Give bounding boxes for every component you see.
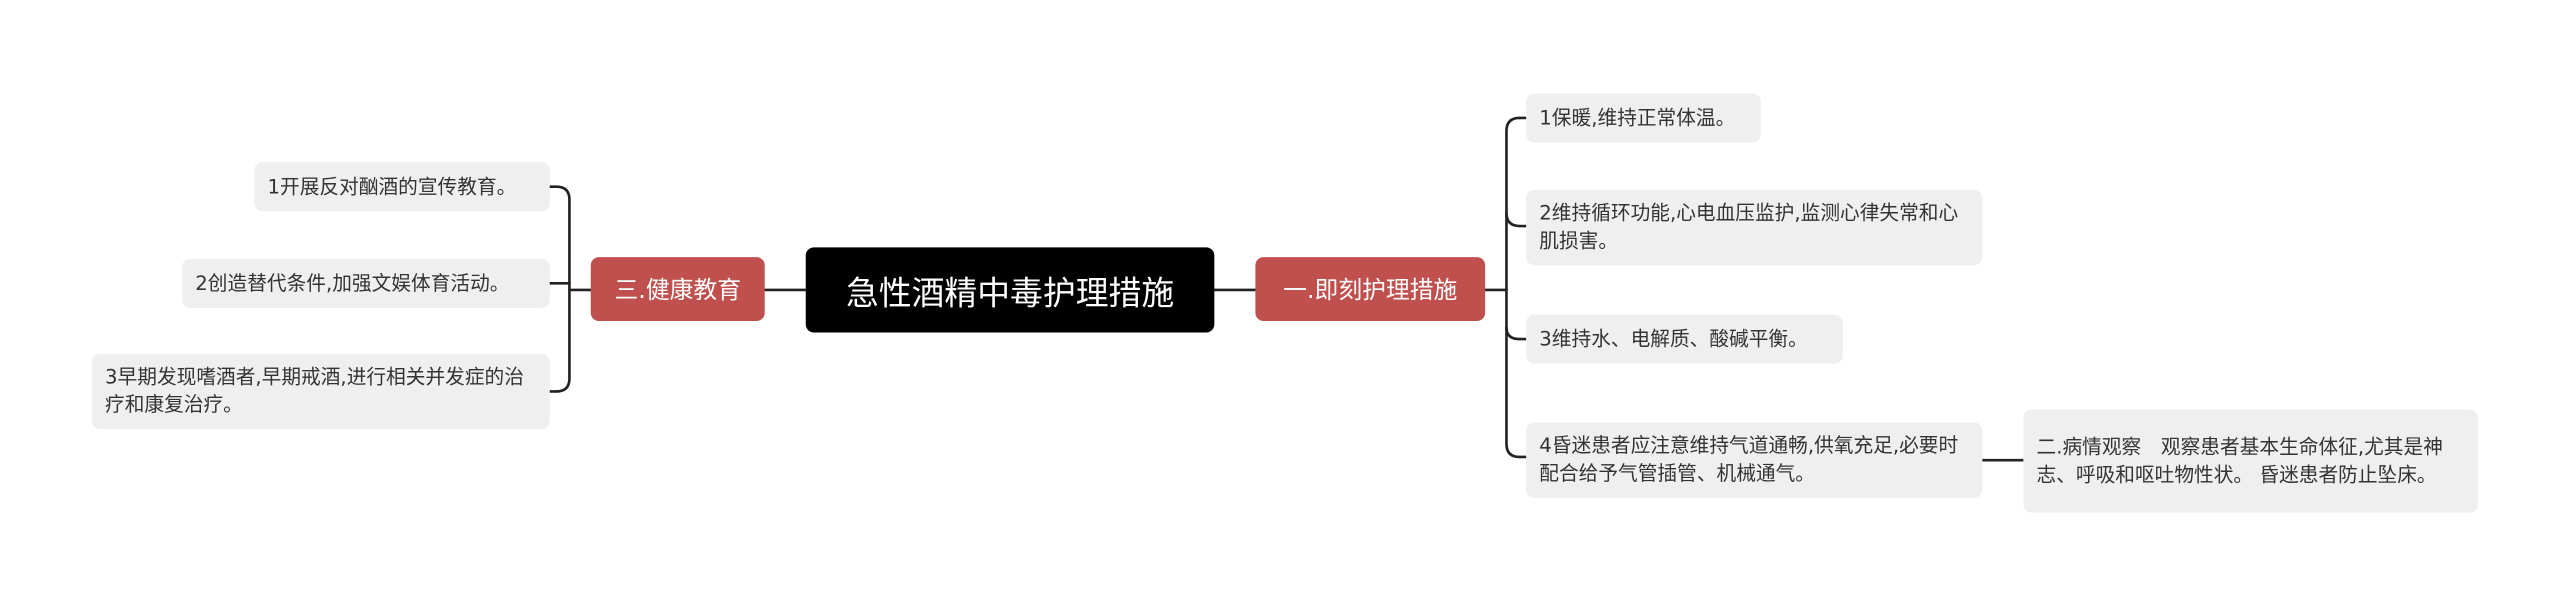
branch-health-education[interactable]: 三.健康教育: [590, 257, 765, 322]
left-item-3[interactable]: 3早期发现嗜酒者,早期戒酒,进行相关并发症的治疗和康复治疗。: [91, 353, 550, 430]
left-item-1-text: 1开展反对酗酒的宣传教育。: [267, 174, 517, 198]
right-item-4-text: 4昏迷患者应注意维持气道通畅,供氧充足,必要时配合给予气管插管、机械通气。: [1539, 434, 1959, 485]
right-item-4[interactable]: 4昏迷患者应注意维持气道通畅,供氧充足,必要时配合给予气管插管、机械通气。: [1526, 422, 1983, 498]
root-topic-label: 急性酒精中毒护理措施: [845, 272, 1175, 313]
left-item-2-text: 2创造替代条件,加强文娱体育活动。: [195, 271, 510, 294]
left-item-3-text: 3早期发现嗜酒者,早期戒酒,进行相关并发症的治疗和康复治疗。: [105, 365, 524, 417]
connector-right-item-3: [1505, 326, 1528, 341]
right-item-3[interactable]: 3维持水、电解质、酸碱平衡。: [1526, 314, 1843, 364]
sub-item-observation-text: 二.病情观察 观察患者基本生命体征,尤其是神志、呼吸和呕吐物性状。 昏迷患者防止…: [2036, 434, 2443, 486]
left-item-1[interactable]: 1开展反对酗酒的宣传教育。: [254, 162, 550, 212]
right-item-1-text: 1保暖,维持正常体温。: [1539, 105, 1736, 129]
branch-immediate-care[interactable]: 一.即刻护理措施: [1255, 257, 1486, 322]
left-item-2[interactable]: 2创造替代条件,加强文娱体育活动。: [182, 258, 550, 308]
connector-left-vertical: [554, 185, 571, 393]
sub-item-observation[interactable]: 二.病情观察 观察患者基本生命体征,尤其是神志、呼吸和呕吐物性状。 昏迷患者防止…: [2023, 409, 2478, 513]
root-topic[interactable]: 急性酒精中毒护理措施: [805, 247, 1215, 333]
right-item-2[interactable]: 2维持循环功能,心电血压监护,监测心律失常和心肌损害。: [1526, 189, 1983, 266]
right-item-3-text: 3维持水、电解质、酸碱平衡。: [1539, 326, 1808, 350]
branch-health-education-label: 三.健康教育: [614, 278, 741, 305]
right-item-1[interactable]: 1保暖,维持正常体温。: [1526, 93, 1761, 143]
connector-right-vertical: [1505, 116, 1521, 459]
connector-right-item-2: [1505, 211, 1528, 228]
branch-immediate-care-label: 一.即刻护理措施: [1283, 278, 1458, 305]
right-item-2-text: 2维持循环功能,心电血压监护,监测心律失常和心肌损害。: [1539, 201, 1959, 253]
